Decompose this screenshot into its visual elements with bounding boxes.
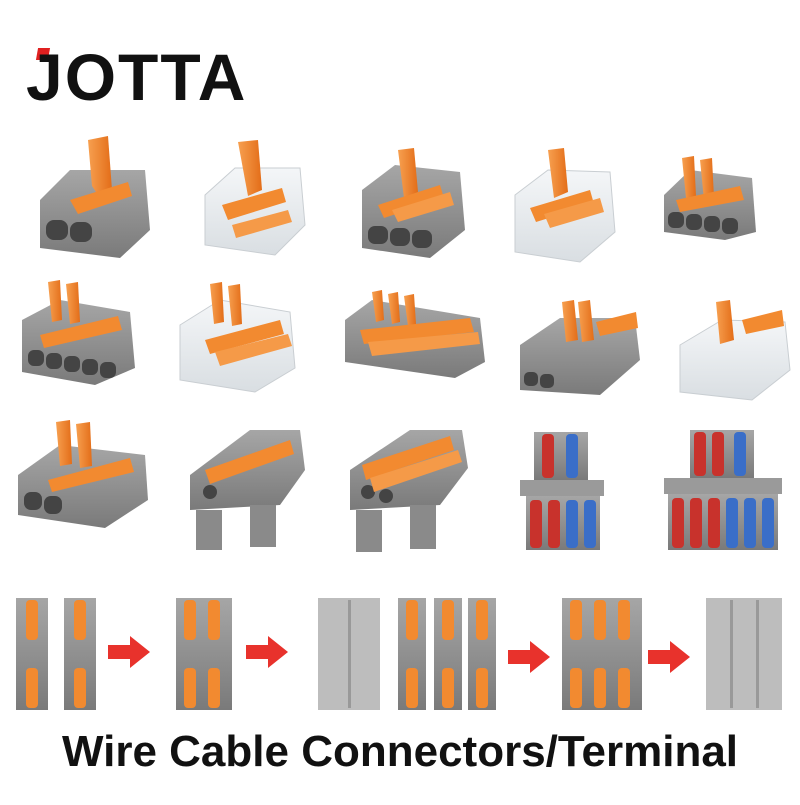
connector-1to2-clear [679,300,791,401]
splitter-3to6-red-blue [664,430,782,550]
connector-5pole-grey [22,280,135,385]
connector-2pole-grey [40,136,150,258]
terminal-single-a [16,598,48,710]
connector-2pole-clear [204,140,306,256]
connector-2to4-grey [520,300,640,395]
arrow-right-icon [508,641,550,673]
terminal-triple-back [706,598,782,710]
splitter-2to4-red-blue [520,432,604,550]
connector-8pole-grey [345,290,485,378]
terminal-triple-separate [398,598,496,710]
arrow-right-icon [648,641,690,673]
connector-3pole-clear [514,148,616,263]
arrow-right-icon [246,636,288,668]
terminal-single-b [64,598,96,710]
arrow-right-icon [108,636,150,668]
din-rail-connector-double [350,430,468,552]
connector-4pole-grey [664,156,756,240]
brand-logo: JOTTA [26,40,248,114]
connector-3pole-grey-large [18,420,148,528]
terminal-triple-joined [562,598,642,710]
connector-3pole-grey [362,148,465,258]
din-rail-connector-single [190,430,305,550]
terminal-pair-back [318,598,380,710]
terminal-pair-joined [176,598,232,710]
connector-5pole-clear [179,282,296,393]
product-caption: Wire Cable Connectors/Terminal [61,727,739,776]
